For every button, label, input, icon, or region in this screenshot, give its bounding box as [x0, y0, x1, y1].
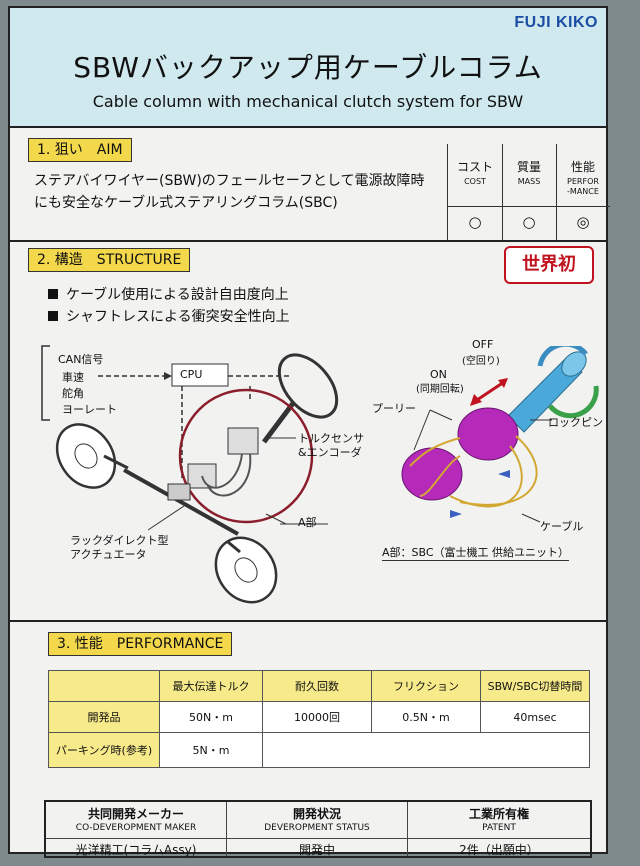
section-structure-label: 2. 構造 STRUCTURE	[28, 248, 191, 272]
company-logo: FUJI KIKO	[514, 14, 598, 31]
can-item-speed: 車速	[62, 371, 84, 384]
cable-label: ケーブル	[540, 520, 584, 533]
footer-table: 共同開発メーカー CO-DEVEROPMENT MAKER 光洋精工(コラムAs…	[44, 800, 592, 858]
header-max-torque: 最大伝達トルク	[159, 670, 263, 702]
pulley-label: プーリー	[372, 402, 416, 415]
table-cell: 5N・m	[159, 732, 263, 768]
eval-cost-mark: ○	[448, 206, 502, 241]
performance-table: 最大伝達トルク 耐久回数 フリクション SBW/SBC切替時間 開発品 50N・…	[48, 670, 590, 768]
off-label: OFF	[472, 338, 494, 351]
row-label: 開発品	[48, 701, 160, 733]
development-status-value: 開発中	[227, 838, 407, 858]
table-cell: 10000回	[262, 701, 372, 733]
lock-pin-label: ロックピン	[548, 416, 603, 429]
actuator-label-1: ラックダイレクト型	[70, 534, 169, 547]
co-development-maker: 光洋精工(コラムAssy)	[46, 838, 226, 858]
eval-mass-mark: ○	[502, 206, 556, 241]
header-friction: フリクション	[371, 670, 481, 702]
can-item-steer-angle: 舵角	[62, 387, 84, 400]
table-cell: 0.5N・m	[371, 701, 481, 733]
table-header-row: 最大伝達トルク 耐久回数 フリクション SBW/SBC切替時間	[48, 670, 590, 702]
table-row: 開発品 50N・m 10000回 0.5N・m 40msec	[48, 701, 590, 733]
header-durability: 耐久回数	[262, 670, 372, 702]
aim-description: ステアバイワイヤー(SBW)のフェールセーフとして電源故障時にも安全なケーブル式…	[34, 173, 425, 211]
steering-system-diagram	[41, 345, 339, 604]
poster-board: FUJI KIKO SBWバックアップ用ケーブルコラム Cable column…	[8, 6, 610, 858]
section-performance-label: 3. 性能 PERFORMANCE	[48, 632, 233, 656]
on-label: ON	[430, 368, 447, 381]
header-switch-time: SBW/SBC切替時間	[480, 670, 590, 702]
world-first-badge: 世界初	[504, 246, 594, 284]
off-sub-label: (空回り)	[462, 356, 500, 367]
title-japanese: SBWバックアップ用ケーブルコラム	[73, 51, 543, 84]
footer-patent: 工業所有権 PATENT 2件（出願中）	[408, 802, 590, 858]
header-panel: FUJI KIKO SBWバックアップ用ケーブルコラム Cable column…	[10, 8, 606, 128]
table-cell	[262, 732, 590, 768]
evaluation-table: コスト COST ○ 質量 MASS ○ 性能 PERFOR -MANCE ◎	[447, 144, 610, 240]
table-cell: 40msec	[480, 701, 590, 733]
divider	[10, 620, 606, 622]
row-label: パーキング時(参考)	[48, 732, 160, 768]
eval-cost: コスト COST ○	[448, 144, 503, 240]
eval-mass: 質量 MASS ○	[502, 144, 557, 240]
cpu-label: CPU	[180, 368, 203, 381]
a-part-label: A部	[298, 516, 317, 529]
patent-value: 2件（出願中）	[408, 838, 590, 858]
structure-bullet-2: シャフトレスによる衝突安全性向上	[48, 306, 290, 326]
can-signal-label: CAN信号	[58, 353, 104, 366]
footer-co-development: 共同開発メーカー CO-DEVEROPMENT MAKER 光洋精工(コラムAs…	[46, 802, 227, 858]
table-cell: 50N・m	[159, 701, 263, 733]
section-aim-label: 1. 狙い AIM	[28, 138, 132, 162]
title-english: Cable column with mechanical clutch syst…	[92, 92, 524, 111]
encoder-label: &エンコーダ	[298, 446, 362, 459]
sbc-caption: A部：SBC（富士機工 供給ユニット）	[382, 546, 570, 561]
eval-performance-mark: ◎	[556, 206, 610, 241]
eval-performance: 性能 PERFOR -MANCE ◎	[556, 144, 610, 240]
structure-bullet-1: ケーブル使用による設計自由度向上	[48, 284, 289, 304]
torque-sensor-label: トルクセンサ	[298, 432, 364, 445]
table-row: パーキング時(参考) 5N・m	[48, 732, 590, 768]
on-sub-label: (同期回転)	[416, 384, 464, 395]
divider	[10, 240, 606, 242]
footer-development-status: 開発状況 DEVEROPMENT STATUS 開発中	[227, 802, 408, 858]
sbc-unit-diagram	[401, 346, 599, 523]
actuator-label-2: アクチュエータ	[70, 548, 147, 561]
can-item-yaw-rate: ヨーレート	[62, 403, 117, 416]
